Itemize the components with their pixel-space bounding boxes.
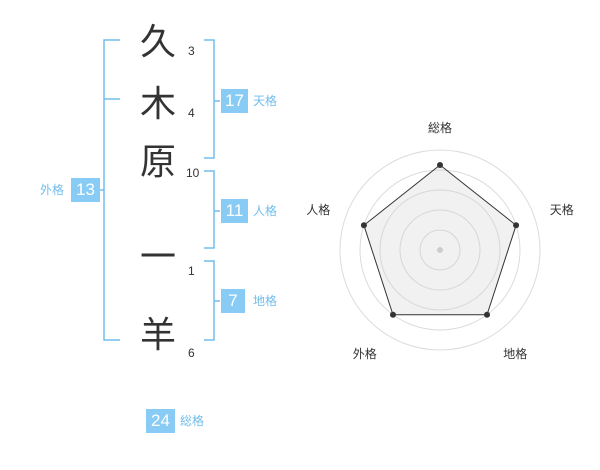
radar-ring-5 — [339, 149, 541, 351]
radar-point-2 — [484, 311, 491, 318]
name-char-1: 久 — [139, 22, 176, 63]
radar-axis-label-3: 外格 — [352, 346, 377, 361]
jinkaku-label: 人格 — [253, 204, 278, 218]
name-char-2: 木 — [139, 84, 176, 125]
stroke-count-3: 10 — [186, 166, 200, 180]
tenkaku-label: 天格 — [253, 94, 278, 108]
radar-ring-3 — [379, 189, 501, 311]
radar-point-0 — [437, 162, 443, 168]
tenkaku-bracket — [204, 39, 215, 159]
jinkaku-value: 11 — [221, 199, 248, 223]
jinkaku-bracket — [204, 170, 215, 249]
radar-polygon — [363, 164, 517, 316]
soukaku-label: 総格 — [180, 414, 205, 428]
gaikaku-label: 外格 — [40, 183, 65, 197]
radar-point-1 — [513, 222, 520, 229]
name-char-3: 原 — [139, 142, 176, 183]
radar-axis-label-4: 人格 — [306, 203, 331, 218]
name-char-5: 羊 — [139, 315, 176, 356]
tenkaku-value: 17 — [221, 89, 248, 113]
stroke-count-1: 3 — [188, 44, 195, 58]
radar-point-3 — [389, 311, 396, 318]
radar-point-4 — [360, 222, 367, 229]
chikaku-value: 7 — [221, 289, 245, 313]
stroke-count-2: 4 — [188, 106, 195, 120]
chikaku-label: 地格 — [253, 294, 278, 308]
radar-axis-label-1: 天格 — [549, 203, 574, 218]
gaikaku-value: 13 — [71, 178, 100, 202]
radar-ring-2 — [399, 209, 481, 291]
radar-axis-label-0: 総格 — [428, 121, 453, 135]
radar-axis-label-2: 地格 — [503, 346, 528, 361]
radar-ring-1 — [419, 229, 461, 271]
stroke-count-5: 6 — [188, 346, 195, 360]
soukaku-value: 24 — [146, 409, 175, 433]
radar-ring-4 — [359, 169, 521, 331]
name-char-4: 一 — [139, 237, 176, 278]
radar-center — [437, 247, 443, 253]
stroke-count-4: 1 — [188, 264, 195, 278]
